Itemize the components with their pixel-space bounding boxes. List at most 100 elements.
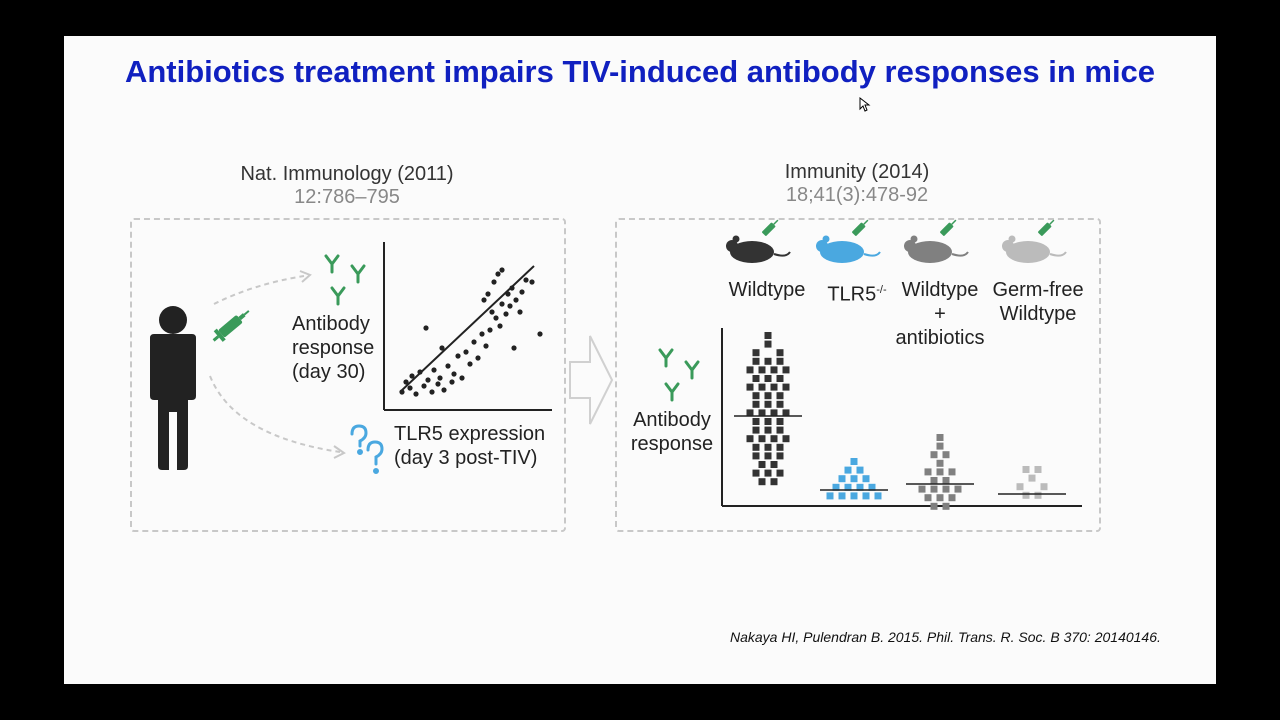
dot-marker <box>918 485 926 493</box>
dot-marker <box>776 392 784 400</box>
dot-marker <box>948 468 956 476</box>
citation: Nakaya HI, Pulendran B. 2015. Phil. Tran… <box>730 629 1161 645</box>
scatter-point <box>417 369 423 375</box>
dot-marker <box>752 452 760 460</box>
dot-marker <box>856 483 864 491</box>
cursor-icon <box>859 96 871 112</box>
dot-marker <box>844 483 852 491</box>
scatter-point <box>529 279 535 285</box>
scatter-point <box>517 309 523 315</box>
dot-marker <box>776 443 784 451</box>
dot-marker <box>758 478 766 486</box>
scatter-point <box>487 327 493 333</box>
scatter-point <box>407 385 413 391</box>
scatter-point <box>423 325 429 331</box>
scatter-point <box>511 345 517 351</box>
dot-marker <box>752 400 760 408</box>
dot-marker <box>752 375 760 382</box>
group-label-wildtype: Wildtype <box>728 279 806 301</box>
dot-marker <box>826 492 834 500</box>
scatter-point <box>493 315 499 321</box>
dot-marker <box>1040 483 1048 491</box>
dot-marker <box>862 475 870 483</box>
scatter-point <box>445 363 451 369</box>
slide-title: Antibiotics treatment impairs TIV-induce… <box>124 54 1156 89</box>
dot-marker <box>782 435 790 443</box>
scatter-point <box>519 289 525 295</box>
right-reference-pages: 18;41(3):478-92 <box>785 184 929 206</box>
dot-marker <box>1022 491 1030 499</box>
dot-marker <box>758 461 766 468</box>
dot-marker <box>782 366 790 374</box>
scatter-point <box>403 379 409 385</box>
dot-marker <box>752 392 760 400</box>
scatter-point <box>509 285 515 291</box>
dot-marker <box>776 349 784 357</box>
dot-marker <box>764 418 772 425</box>
scatter-point <box>429 389 435 395</box>
scatter-point <box>513 297 519 303</box>
scatter-point <box>489 309 495 315</box>
dot-marker <box>776 375 784 382</box>
dot-marker <box>868 483 876 491</box>
scatter-point <box>523 277 529 283</box>
left-y-axis-label: Antibody response (day 30) <box>292 313 375 383</box>
dot-marker <box>752 443 760 451</box>
group-label-wildtype-antibiotics: Wildtype + antibiotics <box>895 279 985 349</box>
dot-marker <box>764 400 772 408</box>
left-x-axis-label: TLR5 expression (day 3 post-TIV) <box>394 423 546 469</box>
scatter-point <box>399 389 405 395</box>
dot-marker <box>948 494 956 502</box>
dot-marker <box>838 492 846 500</box>
dot-marker <box>746 383 754 391</box>
dot-marker <box>764 452 772 460</box>
dot-marker <box>936 494 944 502</box>
scatter-point <box>507 303 513 309</box>
dot-marker <box>954 485 962 493</box>
mouse-row <box>726 219 1067 263</box>
scatter-point <box>409 373 415 379</box>
syringe-icon <box>212 310 250 342</box>
dot-marker <box>770 366 778 374</box>
scatter-point <box>505 291 511 297</box>
mouse-icon <box>816 219 881 263</box>
dot-marker <box>746 409 754 417</box>
group-label-tlr5: TLR5-/- <box>827 283 887 306</box>
left-reference-journal: Nat. Immunology (2011) <box>240 163 454 185</box>
scatter-point <box>485 291 491 297</box>
scatter-point <box>425 377 431 383</box>
scatter-point <box>421 383 427 389</box>
dot-marker <box>856 466 864 474</box>
left-reference: Nat. Immunology (2011) 12:786–795 <box>192 163 502 209</box>
dot-marker <box>936 459 944 467</box>
dot-marker <box>930 451 938 459</box>
scatter-point <box>475 355 481 361</box>
scatter-point <box>413 391 419 397</box>
dot-marker <box>758 435 766 443</box>
slide: Antibiotics treatment impairs TIV-induce… <box>64 36 1216 684</box>
scatter-point <box>483 343 489 349</box>
dot-marker <box>850 475 858 483</box>
scatter-point <box>459 375 465 381</box>
dot-marker <box>936 434 944 441</box>
scatter-point <box>491 279 497 285</box>
right-panel <box>615 218 1101 532</box>
dot-marker <box>844 466 852 474</box>
dot-marker <box>770 478 778 486</box>
mouse-icon <box>1002 219 1067 263</box>
scatter-point <box>495 271 501 277</box>
dot-marker <box>924 494 932 502</box>
dot-marker <box>850 492 858 500</box>
scatter-plot <box>383 242 552 411</box>
dot-marker <box>776 469 784 477</box>
dot-marker <box>752 426 760 434</box>
scatter-point <box>479 331 485 337</box>
left-reference-pages: 12:786–795 <box>294 186 400 208</box>
dot-marker <box>930 485 938 493</box>
dot-marker <box>776 400 784 408</box>
dot-marker <box>1028 474 1036 482</box>
scatter-point <box>455 353 461 359</box>
dot-marker <box>764 357 772 365</box>
dot-marker <box>764 469 772 477</box>
dot-marker <box>930 477 938 484</box>
